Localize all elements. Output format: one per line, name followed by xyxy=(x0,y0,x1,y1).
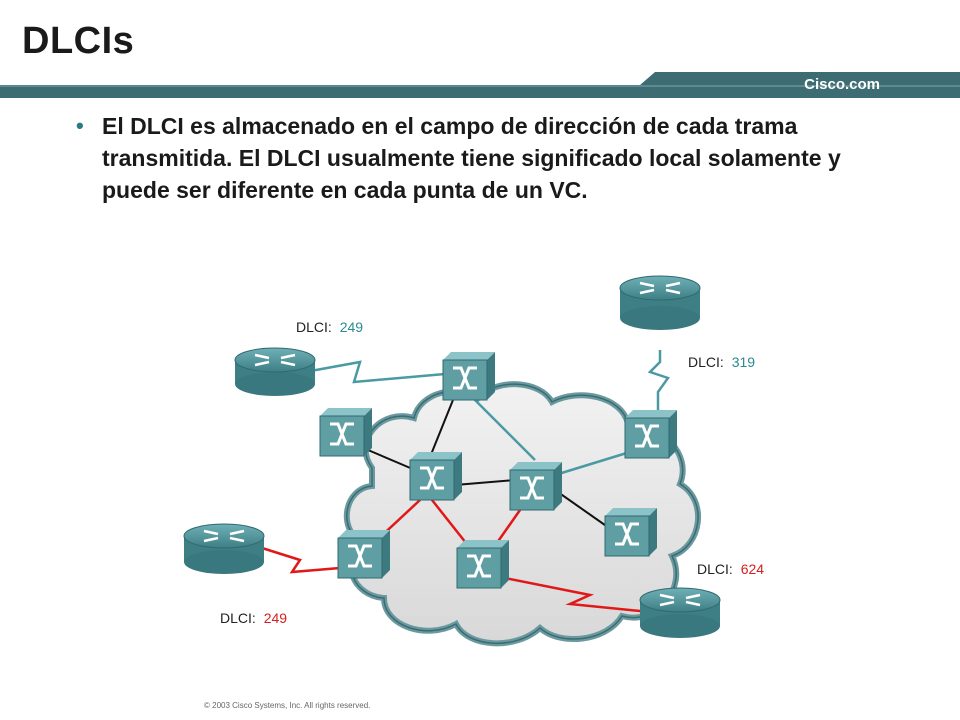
router-icon xyxy=(619,275,701,330)
dlci-label-bottom-left: DLCI: 249 xyxy=(220,610,287,626)
bullet-text: El DLCI es almacenado en el campo de dir… xyxy=(102,113,841,203)
frame-relay-switch-icon xyxy=(509,462,562,511)
router-icon xyxy=(639,587,721,638)
serial-link-bottom-left xyxy=(261,546,341,574)
frame-relay-switch-icon xyxy=(319,408,372,457)
frame-relay-switch-icon xyxy=(337,530,390,579)
header-bar xyxy=(0,72,960,98)
bullet-icon: • xyxy=(76,113,84,138)
frame-relay-switch-icon xyxy=(624,410,677,459)
serial-link-bottom-right xyxy=(504,576,651,614)
copyright-notice: © 2003 Cisco Systems, Inc. All rights re… xyxy=(204,701,371,710)
frame-relay-switch-icon xyxy=(604,508,657,557)
frame-relay-switch-icon xyxy=(409,452,462,501)
serial-link-top-right xyxy=(647,350,671,410)
dlci-label-bottom-right: DLCI: 624 xyxy=(697,561,764,577)
slide-title: DLCIs xyxy=(22,20,135,62)
dlci-label-top-right: DLCI: 319 xyxy=(688,354,755,370)
router-icon xyxy=(234,347,316,396)
frame-relay-switch-icon xyxy=(456,540,509,589)
dlci-label-top-left: DLCI: 249 xyxy=(296,319,363,335)
serial-link-top-left xyxy=(304,360,446,384)
black-links xyxy=(367,394,613,531)
frame-relay-switch-icon xyxy=(442,352,495,401)
router-icon xyxy=(183,523,265,574)
teal-links xyxy=(304,350,671,477)
brand-logo-text: Cisco.com xyxy=(804,76,880,93)
bullet-item: • El DLCI es almacenado en el campo de d… xyxy=(76,110,906,206)
